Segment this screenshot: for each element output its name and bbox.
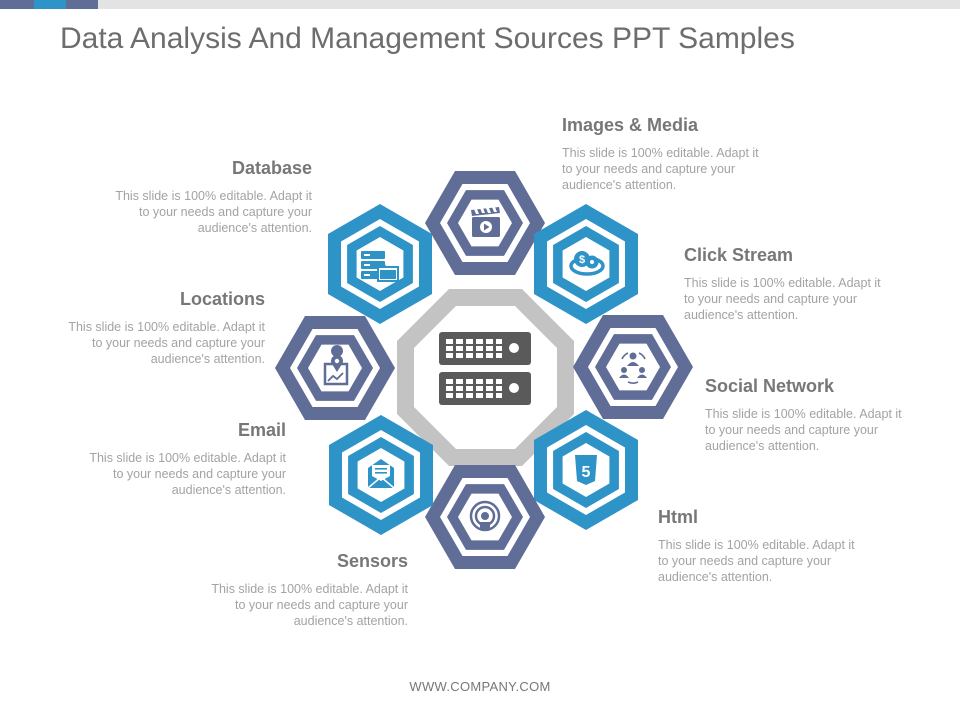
accent-block-blue <box>34 0 66 9</box>
label-description: This slide is 100% editable. Adapt it to… <box>211 582 408 628</box>
label-description: This slide is 100% editable. Adapt it to… <box>115 189 312 235</box>
dollar-chat-icon: $ <box>569 251 605 276</box>
svg-text:5: 5 <box>582 464 591 481</box>
file-folder-icon <box>361 251 399 282</box>
accent-bar-gray <box>98 0 960 9</box>
label-click-stream: Click Stream This slide is 100% editable… <box>684 245 894 323</box>
accent-block-slate <box>0 0 34 9</box>
label-title: Locations <box>179 289 265 309</box>
label-database: Database This slide is 100% editable. Ad… <box>102 158 312 236</box>
svg-text:$: $ <box>579 254 585 266</box>
label-title: Social Network <box>705 376 835 396</box>
map-pin-icon <box>323 345 349 386</box>
label-title: Click Stream <box>684 245 794 265</box>
accent-block-slate-2 <box>66 0 98 9</box>
label-title: Database <box>231 158 312 178</box>
top-accent-bar <box>0 0 960 9</box>
label-description: This slide is 100% editable. Adapt it to… <box>562 146 759 192</box>
html5-icon: 5 <box>575 455 597 485</box>
label-email: Email This slide is 100% editable. Adapt… <box>76 420 286 498</box>
label-description: This slide is 100% editable. Adapt it to… <box>68 320 265 366</box>
label-locations: Locations This slide is 100% editable. A… <box>55 289 265 367</box>
label-description: This slide is 100% editable. Adapt it to… <box>705 407 902 453</box>
label-title: Html <box>658 507 698 527</box>
server-icon <box>439 332 531 405</box>
sensor-signal-icon <box>469 500 501 532</box>
people-network-icon <box>619 352 647 384</box>
footer-website: WWW.COMPANY.COM <box>409 679 551 694</box>
label-images-media: Images & Media This slide is 100% editab… <box>562 115 772 193</box>
label-sensors: Sensors This slide is 100% editable. Ada… <box>198 551 408 629</box>
label-title: Sensors <box>336 551 408 571</box>
label-html: Html This slide is 100% editable. Adapt … <box>658 507 868 585</box>
slide-title: Data Analysis And Management Sources PPT… <box>60 22 795 55</box>
hexagon-social <box>573 315 693 419</box>
label-description: This slide is 100% editable. Adapt it to… <box>684 276 881 322</box>
label-description: This slide is 100% editable. Adapt it to… <box>89 451 286 497</box>
label-title: Images & Media <box>562 115 699 135</box>
label-title: Email <box>237 420 286 440</box>
label-description: This slide is 100% editable. Adapt it to… <box>658 538 855 584</box>
clapperboard-icon <box>471 207 500 237</box>
label-social-network: Social Network This slide is 100% editab… <box>705 376 915 454</box>
envelope-icon <box>367 459 395 489</box>
